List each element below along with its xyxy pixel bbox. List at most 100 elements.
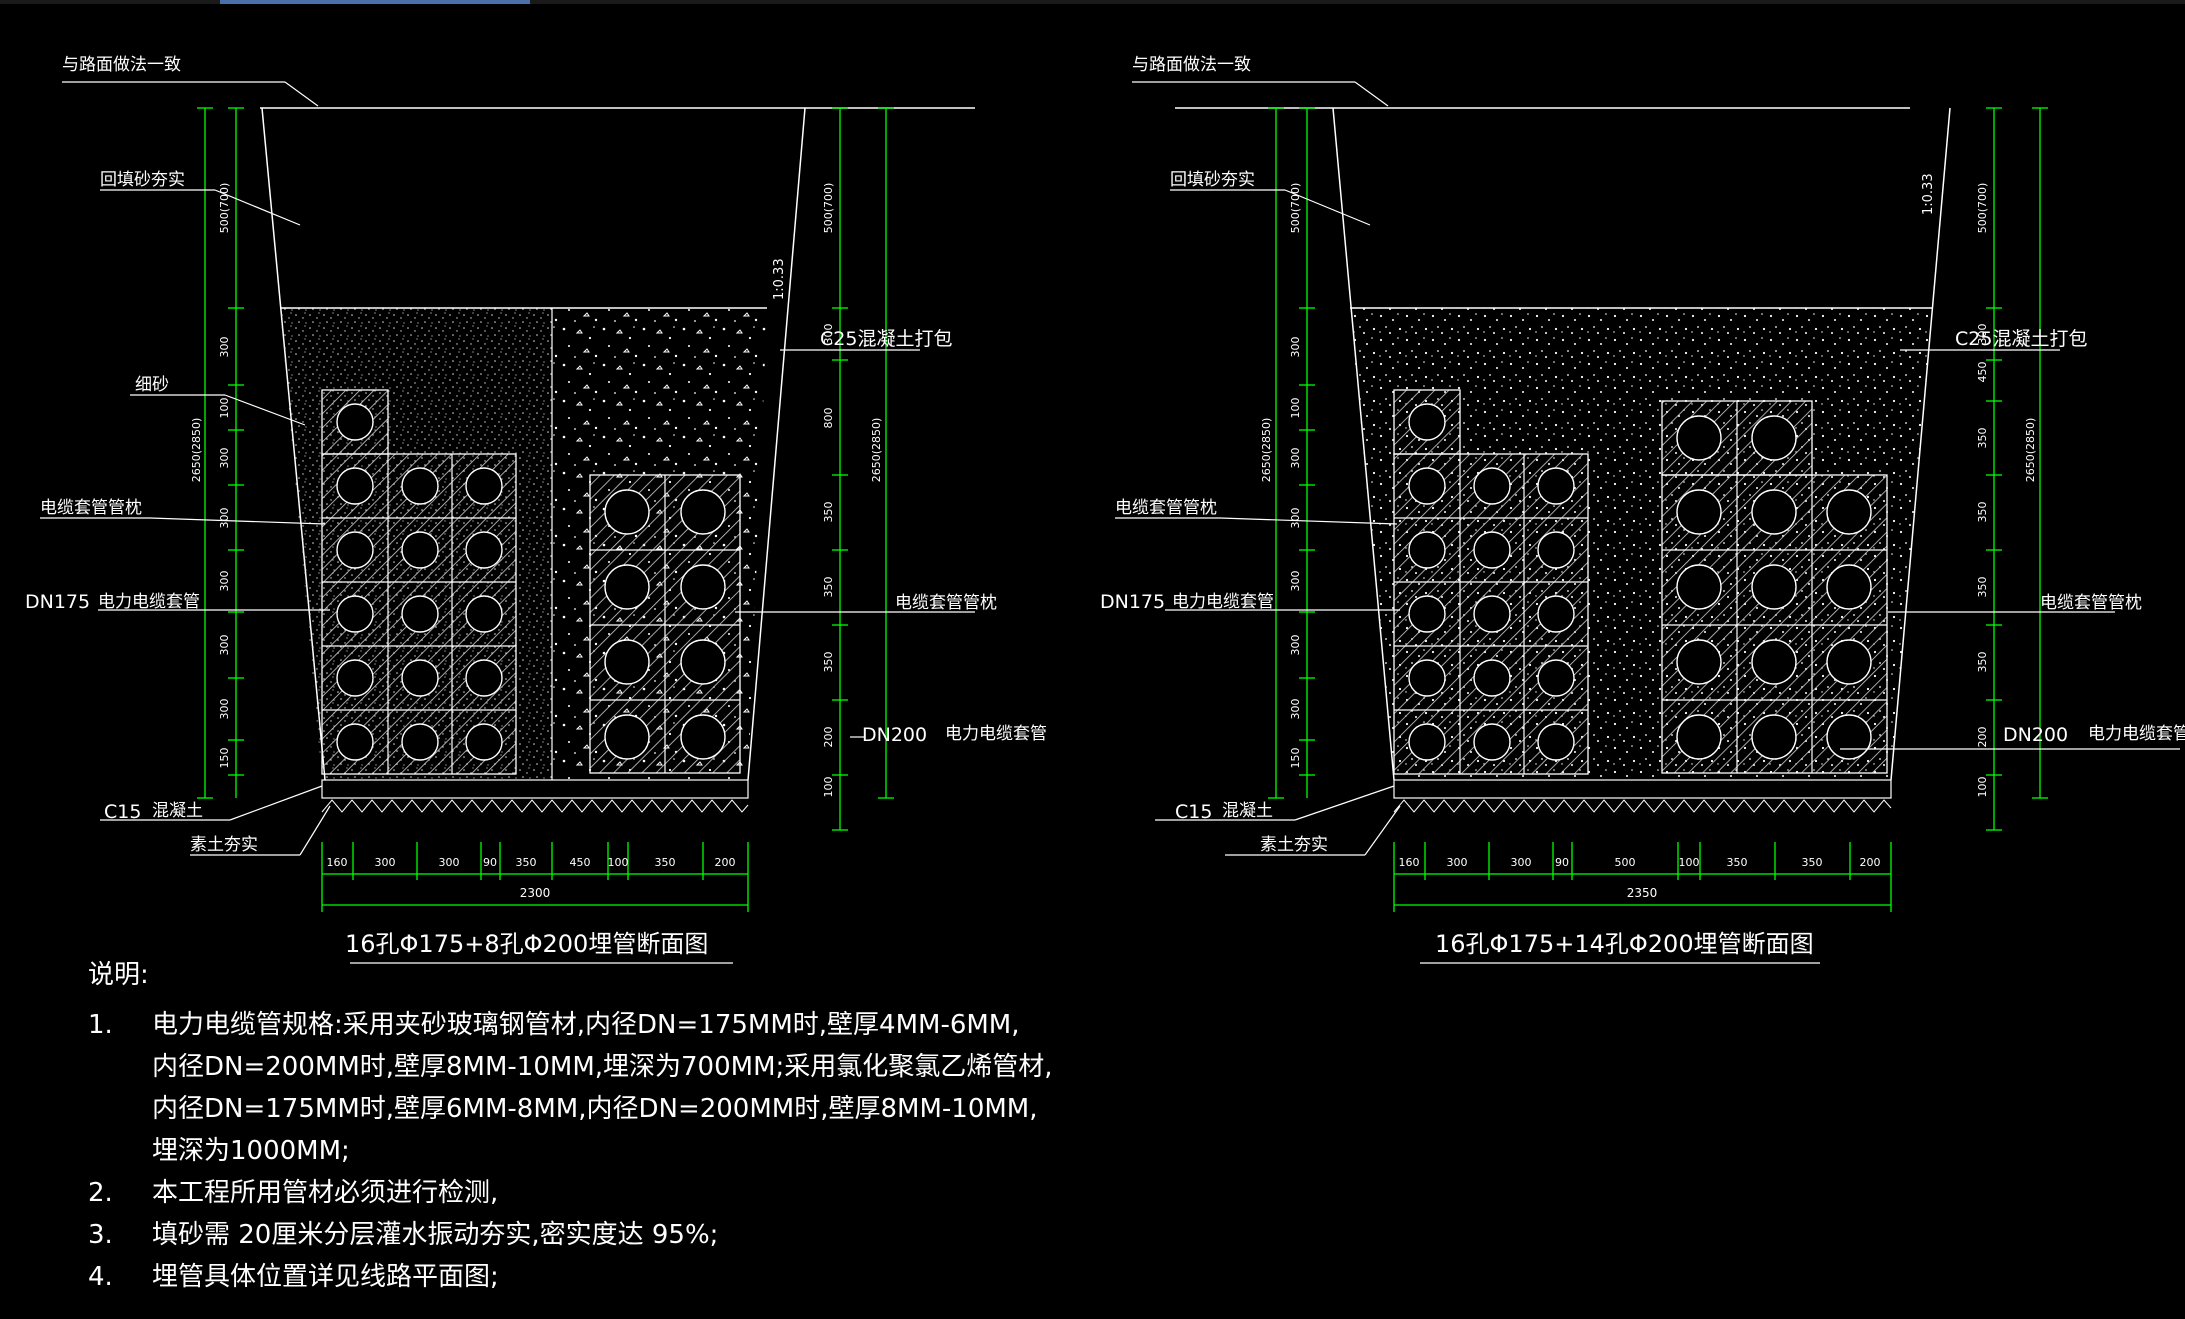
drawing-title: 16孔Φ175+8孔Φ200埋管断面图 (345, 930, 708, 958)
dim-right-value: 300 (1976, 324, 1989, 345)
dim-bottom-value: 500 (1615, 856, 1636, 869)
dim-bottom-value: 200 (1860, 856, 1881, 869)
backfill-label: 回填砂夯实 (1170, 170, 1255, 190)
dim-right-value: 350 (1976, 577, 1989, 598)
slope-label: 1:0.33 (1921, 173, 1936, 215)
note-line: 埋深为1000MM; (152, 1136, 350, 1166)
c15-code: C15 (104, 801, 141, 823)
dim-left-value: 300 (218, 337, 231, 358)
pipe-rest-label: 电缆套管管枕 (40, 498, 142, 518)
dn200-code: DN200 (2003, 724, 2068, 746)
dim-bottom-value: 350 (655, 856, 676, 869)
road-label: 与路面做法一致 (1132, 55, 1251, 75)
dim-bottom-value: 350 (1802, 856, 1823, 869)
road-label: 与路面做法一致 (62, 55, 181, 75)
dn175-label: 电力电缆套管 (98, 592, 200, 612)
dim-left-value: 100 (1289, 398, 1302, 419)
dim-right-value: 800 (822, 408, 835, 429)
pipe-rest-right-label: 电缆套管管枕 (895, 593, 997, 613)
note-number: 4. (88, 1262, 113, 1292)
note-number: 1. (88, 1010, 113, 1040)
left-labels: 与路面做法一致 回填砂夯实 细砂 电缆套管管枕 DN175 电力电缆套管 C15… (25, 55, 1047, 958)
dim-bottom-value: 160 (327, 856, 348, 869)
dim-bottom-total: 2300 (520, 886, 551, 900)
dim-bottom-value: 100 (1679, 856, 1700, 869)
notes-list: 1. 电力电缆管规格:采用夹砂玻璃钢管材,内径DN=175MM时,壁厚4MM-6M… (88, 1004, 1053, 1298)
note-number: 3. (88, 1220, 113, 1250)
dim-right-value: 200 (1976, 727, 1989, 748)
note-text: 埋管具体位置详见线路平面图; (152, 1262, 499, 1292)
c25-label: C25混凝土打包 (1955, 328, 2087, 350)
dim-right-value: 450 (1976, 362, 1989, 383)
dim-bottom-value: 300 (1511, 856, 1532, 869)
dimension-text: 500(700) 300 100 300 300 300 300 300 150 2650(285… (190, 183, 2037, 900)
dn200-code: DN200 (862, 724, 927, 746)
c15-label: 混凝土 (1222, 801, 1273, 821)
dim-left-value: 300 (1289, 508, 1302, 529)
dim-left-value: 500(700) (1289, 183, 1302, 234)
dim-bottom-value: 350 (1727, 856, 1748, 869)
pipe-rest-right-label: 电缆套管管枕 (2040, 593, 2142, 613)
dim-bottom-value: 300 (439, 856, 460, 869)
dim-right-value: 350 (822, 577, 835, 598)
dn175-label: 电力电缆套管 (1172, 592, 1274, 612)
dim-left-value: 500(700) (218, 183, 231, 234)
notes-title: 说明: (88, 960, 149, 990)
dim-bottom-value: 300 (375, 856, 396, 869)
dim-bottom-value: 450 (570, 856, 591, 869)
c15-code: C15 (1175, 801, 1212, 823)
window-top-bar (0, 0, 2185, 4)
dim-left-value: 300 (218, 699, 231, 720)
dim-left-value: 300 (218, 448, 231, 469)
dim-bottom-value: 300 (1447, 856, 1468, 869)
dim-left-value: 300 (1289, 571, 1302, 592)
note-text: 电力电缆管规格:采用夹砂玻璃钢管材,内径DN=175MM时,壁厚4MM-6MM, (152, 1010, 1020, 1040)
dim-left-value: 300 (1289, 448, 1302, 469)
dim-right-value: 300 (822, 324, 835, 345)
dim-left-value: 300 (1289, 337, 1302, 358)
note-line: 3. 填砂需 20厘米分层灌水振动夯实,密实度达 95%; (88, 1214, 1053, 1256)
note-number: 2. (88, 1178, 113, 1208)
dim-left-value: 100 (218, 398, 231, 419)
note-text: 填砂需 20厘米分层灌水振动夯实,密实度达 95%; (152, 1220, 719, 1250)
dim-left-value: 300 (218, 508, 231, 529)
backfill-label: 回填砂夯实 (100, 170, 185, 190)
fine-sand-label: 细砂 (135, 375, 169, 395)
active-tab[interactable] (220, 0, 530, 4)
dim-left-value: 300 (1289, 699, 1302, 720)
dim-right-value: 100 (822, 777, 835, 798)
note-line: 4. 埋管具体位置详见线路平面图; (88, 1256, 1053, 1298)
dim-right-value: 100 (1976, 777, 1989, 798)
note-line: 1. 电力电缆管规格:采用夹砂玻璃钢管材,内径DN=175MM时,壁厚4MM-6M… (88, 1004, 1053, 1046)
dim-right-value: 350 (1976, 428, 1989, 449)
soil-label: 素土夯实 (1260, 835, 1328, 855)
dim-right-value: 350 (1976, 502, 1989, 523)
right-section-drawing (1115, 81, 2180, 964)
dn200-label: 电力电缆套管 (2088, 724, 2185, 744)
dim-bottom-value: 90 (1555, 856, 1569, 869)
right-labels: 与路面做法一致 回填砂夯实 电缆套管管枕 DN175 电力电缆套管 C15 混凝… (1100, 55, 2185, 958)
dim-right-value: 350 (1976, 652, 1989, 673)
note-line: 内径DN=175MM时,壁厚6MM-8MM,内径DN=200MM时,壁厚8MM-… (152, 1094, 1038, 1124)
dim-right-value: 500(700) (1976, 183, 1989, 234)
dim-left-value: 150 (1289, 748, 1302, 769)
dim-bottom-value: 350 (516, 856, 537, 869)
dim-right-total: 2650(2850) (870, 418, 883, 483)
dim-right-total: 2650(2850) (2024, 418, 2037, 483)
dim-left-value: 300 (1289, 635, 1302, 656)
note-text: 本工程所用管材必须进行检测, (152, 1178, 499, 1208)
dn200-label: 电力电缆套管 (945, 724, 1047, 744)
pipe-rest-label: 电缆套管管枕 (1115, 498, 1217, 518)
dim-right-value: 350 (822, 502, 835, 523)
dim-left-value: 300 (218, 571, 231, 592)
note-line: 内径DN=200MM时,壁厚8MM-10MM,埋深为700MM;采用氯化聚氯乙烯… (152, 1052, 1053, 1082)
slope-label: 1:0.33 (772, 258, 787, 300)
dim-right-value: 200 (822, 727, 835, 748)
dim-bottom-value: 90 (483, 856, 497, 869)
dim-bottom-value: 160 (1399, 856, 1420, 869)
dim-left-total: 2650(2850) (1260, 418, 1273, 483)
dim-right-value: 500(700) (822, 183, 835, 234)
dim-left-value: 300 (218, 635, 231, 656)
dn175-code: DN175 (25, 591, 90, 613)
